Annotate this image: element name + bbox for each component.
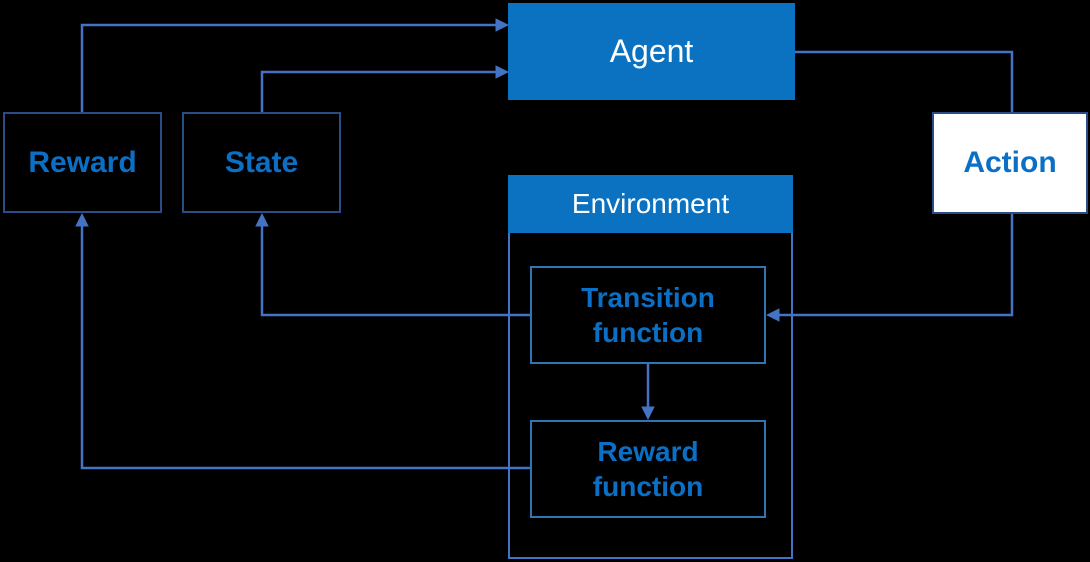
reward-function-label: Reward function <box>592 436 704 502</box>
reward-function-node: Reward function <box>530 420 766 518</box>
transition-function-node: Transition function <box>530 266 766 364</box>
action-label: Action <box>963 146 1057 179</box>
arrow-reward-function-to-reward <box>75 212 530 470</box>
action-node: Action <box>932 112 1088 214</box>
state-node: State <box>182 112 341 213</box>
agent-label: Agent <box>609 33 694 69</box>
state-label: State <box>224 145 299 179</box>
reward-label: Reward <box>28 145 137 179</box>
reward-node: Reward <box>3 112 162 213</box>
environment-node: Environment <box>508 175 793 559</box>
arrow-state-to-agent <box>260 65 510 112</box>
transition-function-label: Transition function <box>581 282 715 348</box>
environment-header: Environment <box>508 175 793 233</box>
agent-node: Agent <box>508 3 795 100</box>
environment-label: Environment <box>571 188 730 219</box>
arrow-reward-to-agent <box>80 18 510 112</box>
arrow-transition-function-to-state <box>255 212 530 317</box>
